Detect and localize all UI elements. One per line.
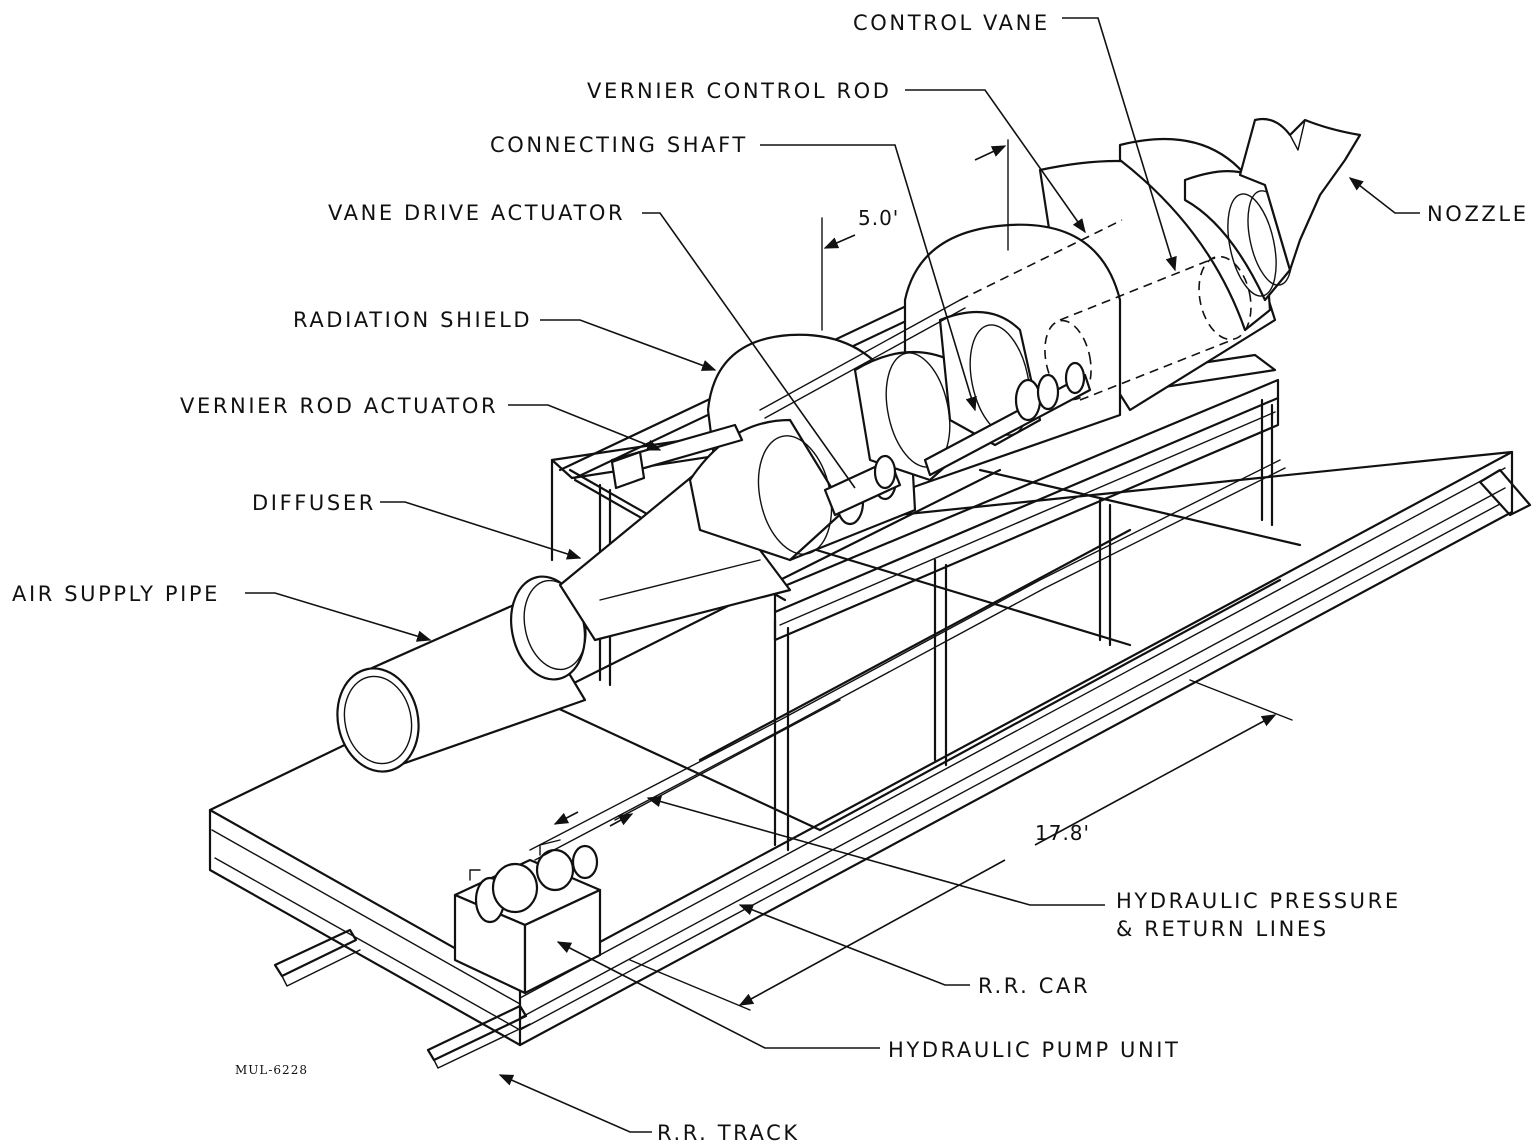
dimension-label-17-8ft: 17.8' xyxy=(1035,821,1090,845)
vernier-rod-actuator xyxy=(610,423,744,490)
control-vane xyxy=(1044,255,1252,401)
drawing-code: MUL-6228 xyxy=(235,1063,308,1077)
dimension-label-5ft: 5.0' xyxy=(858,206,899,230)
label-vernier-control-rod: VERNIER CONTROL ROD xyxy=(587,79,892,103)
label-hydraulic-pump-unit: HYDRAULIC PUMP UNIT xyxy=(888,1038,1181,1062)
radiation-shield xyxy=(688,138,1293,562)
label-rr-car: R.R. CAR xyxy=(978,974,1090,998)
air-supply-pipe xyxy=(336,575,587,773)
label-radiation-shield: RADIATION SHIELD xyxy=(293,308,532,332)
diffuser xyxy=(558,468,792,642)
rr-track xyxy=(273,928,531,1069)
label-hydraulic-lines-line2: & RETURN LINES xyxy=(1116,917,1329,941)
label-connecting-shaft: CONNECTING SHAFT xyxy=(490,133,748,157)
label-nozzle: NOZZLE xyxy=(1427,202,1529,226)
dimension-17-8ft xyxy=(629,679,1293,1011)
label-rr-track: R.R. TRACK xyxy=(657,1121,800,1145)
label-vane-drive-actuator: VANE DRIVE ACTUATOR xyxy=(328,201,625,225)
label-vernier-rod-actuator: VERNIER ROD ACTUATOR xyxy=(180,394,498,418)
vane-drive-actuator xyxy=(823,454,902,517)
label-diffuser: DIFFUSER xyxy=(252,491,376,515)
label-air-supply-pipe: AIR SUPPLY PIPE xyxy=(12,582,220,606)
dimension-5ft xyxy=(821,139,1009,331)
leader-lines xyxy=(245,17,1420,1133)
nozzle xyxy=(1238,117,1362,272)
labels: CONTROL VANE VERNIER CONTROL ROD CONNECT… xyxy=(12,11,1529,1145)
vernier-control-rod xyxy=(759,219,1123,419)
label-hydraulic-lines-line1: HYDRAULIC PRESSURE xyxy=(1116,889,1401,913)
label-control-vane: CONTROL VANE xyxy=(853,11,1050,35)
